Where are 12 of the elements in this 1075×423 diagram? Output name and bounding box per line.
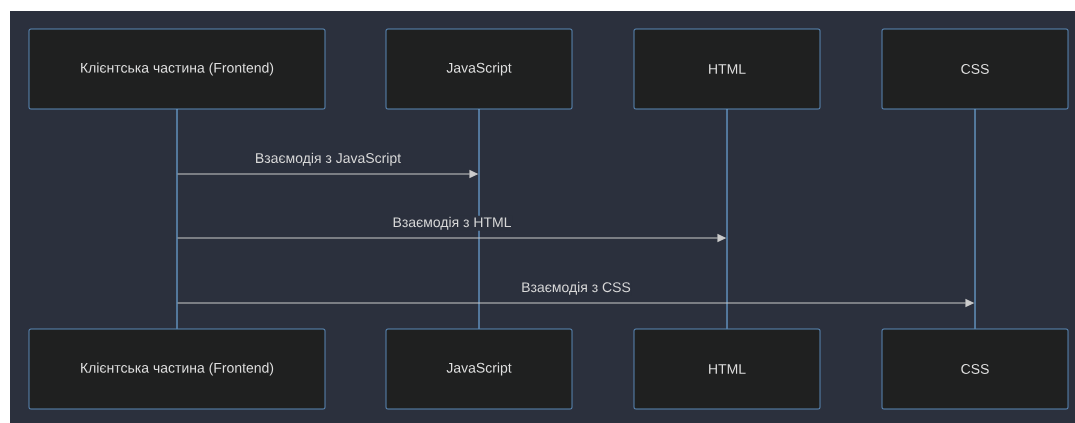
lifeline: [726, 109, 728, 329]
lifeline: [478, 109, 480, 329]
participant-box: CSS: [881, 328, 1069, 410]
participant-box: JavaScript: [385, 328, 573, 410]
participant-box: HTML: [633, 328, 821, 410]
lifeline: [974, 109, 976, 329]
lifeline: [176, 109, 178, 329]
participant-box: JavaScript: [385, 28, 573, 110]
participant-box: Клієнтська частина (Frontend): [28, 328, 326, 410]
participant-box: HTML: [633, 28, 821, 110]
participant-box: CSS: [881, 28, 1069, 110]
participant-box: Клієнтська частина (Frontend): [28, 28, 326, 110]
